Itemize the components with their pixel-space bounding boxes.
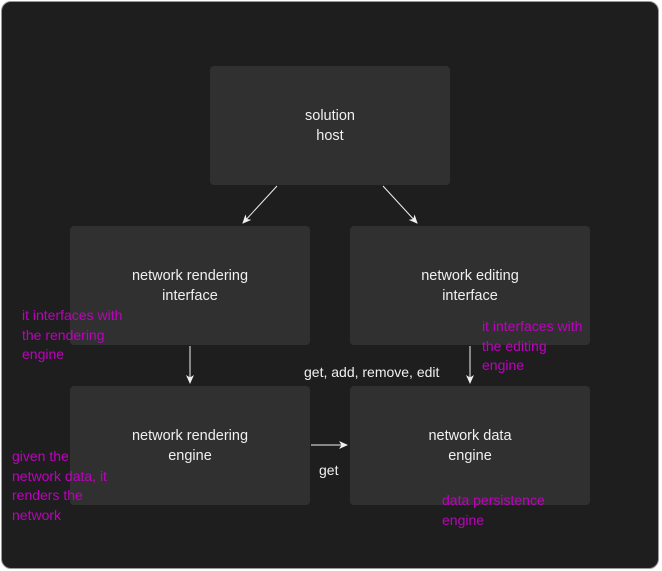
node-label-line: interface	[442, 287, 498, 304]
node-solution-host-label: solution host	[305, 106, 355, 146]
node-label-line: host	[316, 127, 344, 144]
node-solution-host[interactable]: solution host	[210, 66, 450, 185]
note-editing-interface: it interfaces with the editing engine	[482, 318, 583, 373]
node-network-rendering-engine[interactable]: network rendering engine	[70, 386, 310, 505]
node-label-line: interface	[162, 287, 218, 304]
node-editing-interface-label: network editing interface	[421, 266, 519, 306]
node-label-line: engine	[448, 447, 492, 464]
node-label-line: network editing	[421, 267, 519, 284]
node-label-line: solution	[305, 107, 355, 124]
note-rendering-engine: given the network data, it renders the n…	[12, 448, 107, 523]
note-rendering-interface: it interfaces with the rendering engine	[22, 307, 123, 362]
arrow-host-to-editing-interface	[382, 185, 418, 224]
node-label-line: network rendering	[131, 267, 249, 284]
note-data-engine: data persistence engine	[442, 492, 545, 528]
node-network-editing-interface[interactable]: network editing interface	[350, 226, 590, 345]
arrow-host-to-rendering-interface	[242, 185, 278, 224]
edge-label-get-add-remove-edit: get, add, remove, edit	[304, 364, 440, 380]
node-data-engine-label: network data engine	[428, 426, 511, 466]
node-rendering-interface-label: network rendering interface	[132, 266, 248, 306]
node-rendering-engine-label: network rendering engine	[132, 426, 248, 466]
node-label-line: engine	[168, 447, 212, 464]
node-network-rendering-interface[interactable]: network rendering interface	[70, 226, 310, 345]
node-label-line: network data	[428, 427, 512, 444]
edge-label-get: get	[319, 462, 339, 478]
node-network-data-engine[interactable]: network data engine	[350, 386, 590, 505]
node-label-line: network rendering	[131, 427, 249, 444]
